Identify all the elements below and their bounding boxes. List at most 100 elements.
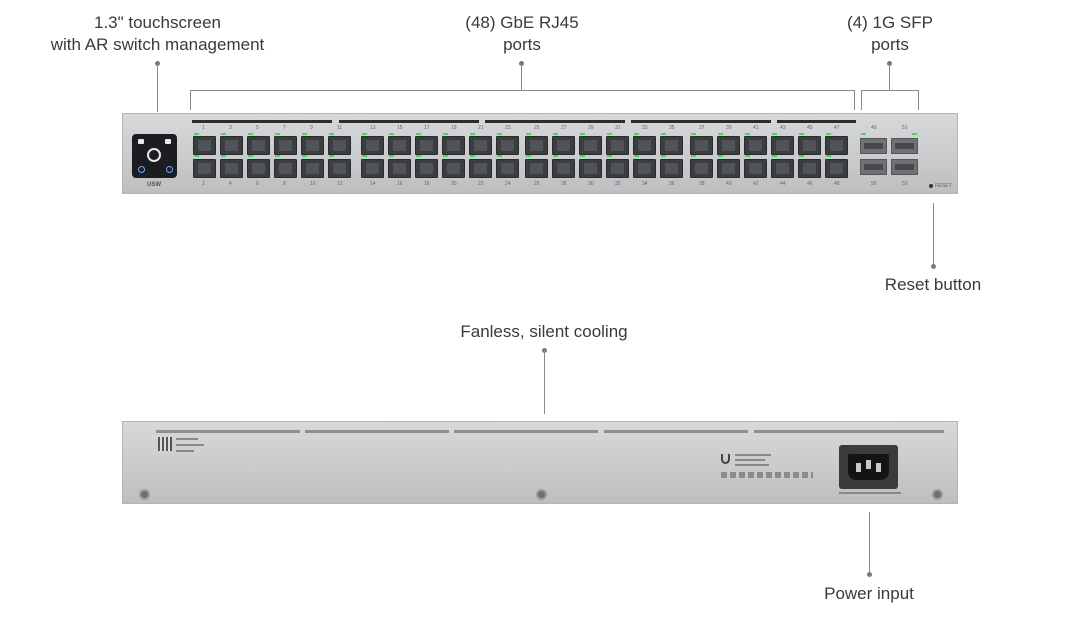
cooling-leader-line xyxy=(544,350,545,414)
touchscreen-display[interactable] xyxy=(132,134,177,178)
rj45-port-31[interactable] xyxy=(606,136,629,155)
rj45-port-16[interactable] xyxy=(388,159,411,178)
sfp-label-51: 51 xyxy=(902,125,908,131)
port-number-label: 44 xyxy=(780,181,786,187)
rj45-port-37[interactable] xyxy=(690,136,713,155)
rj45-port-17[interactable] xyxy=(415,136,438,155)
sfp-port-50[interactable] xyxy=(860,159,887,175)
port-number-label: 20 xyxy=(451,181,457,187)
port-link-led xyxy=(607,133,612,135)
port-number-label: 22 xyxy=(478,181,484,187)
sfp-bracket-left xyxy=(861,90,862,110)
port-number-label: 40 xyxy=(726,181,732,187)
vent-slot xyxy=(604,430,748,433)
port-link-led xyxy=(691,133,696,135)
power-rating-text xyxy=(839,492,901,494)
port-link-led xyxy=(248,155,253,157)
port-link-led xyxy=(470,133,475,135)
power-input-socket[interactable] xyxy=(839,445,898,489)
rj45-port-11[interactable] xyxy=(328,136,351,155)
port-group-bar xyxy=(192,120,332,123)
rj45-port-27[interactable] xyxy=(552,136,575,155)
rj45-port-21[interactable] xyxy=(469,136,492,155)
port-number-label: 24 xyxy=(505,181,511,187)
touchscreen-leader-dot xyxy=(155,61,160,66)
port-link-led xyxy=(416,155,421,157)
port-number-label: 12 xyxy=(337,181,343,187)
port-number-label: 4 xyxy=(229,181,232,187)
port-link-led xyxy=(772,155,777,157)
port-number-label: 21 xyxy=(478,125,484,131)
rj45-port-6[interactable] xyxy=(247,159,270,178)
settings-icon xyxy=(166,166,173,173)
power-pin xyxy=(856,463,861,472)
rj45-port-19[interactable] xyxy=(442,136,465,155)
port-link-led xyxy=(580,133,585,135)
rj45-port-1[interactable] xyxy=(193,136,216,155)
port-number-label: 35 xyxy=(669,125,675,131)
rj45-port-22[interactable] xyxy=(469,159,492,178)
rj45-port-46[interactable] xyxy=(798,159,821,178)
rj45-port-32[interactable] xyxy=(606,159,629,178)
rj45-port-10[interactable] xyxy=(301,159,324,178)
rj45-port-20[interactable] xyxy=(442,159,465,178)
rj45-port-39[interactable] xyxy=(717,136,740,155)
rj45-port-23[interactable] xyxy=(496,136,519,155)
rj45-port-9[interactable] xyxy=(301,136,324,155)
rj45-port-15[interactable] xyxy=(388,136,411,155)
rj45-port-18[interactable] xyxy=(415,159,438,178)
rj45-port-29[interactable] xyxy=(579,136,602,155)
vent-slot xyxy=(156,430,300,433)
rj45-port-5[interactable] xyxy=(247,136,270,155)
port-link-led xyxy=(799,155,804,157)
rj45-port-45[interactable] xyxy=(798,136,821,155)
sfp-label-50: 50 xyxy=(871,181,877,187)
sfp-port-49[interactable] xyxy=(860,138,887,154)
rj45-port-3[interactable] xyxy=(220,136,243,155)
port-link-led xyxy=(443,133,448,135)
certification-marks-icon xyxy=(721,472,813,478)
rj45-port-33[interactable] xyxy=(633,136,656,155)
rj45-port-30[interactable] xyxy=(579,159,602,178)
rj45-port-13[interactable] xyxy=(361,136,384,155)
rj45-port-40[interactable] xyxy=(717,159,740,178)
sfp-port-51[interactable] xyxy=(891,138,918,154)
rj45-port-4[interactable] xyxy=(220,159,243,178)
rj45-port-44[interactable] xyxy=(771,159,794,178)
sfp-label-52: 52 xyxy=(902,181,908,187)
rj45-port-43[interactable] xyxy=(771,136,794,155)
port-number-label: 46 xyxy=(807,181,813,187)
port-link-led xyxy=(362,155,367,157)
rj45-port-38[interactable] xyxy=(690,159,713,178)
sfp-port-52[interactable] xyxy=(891,159,918,175)
rj45-port-41[interactable] xyxy=(744,136,767,155)
rj45-port-25[interactable] xyxy=(525,136,548,155)
rj45-port-28[interactable] xyxy=(552,159,575,178)
power-callout: Power input xyxy=(824,584,914,603)
port-link-led xyxy=(718,155,723,157)
rj45-port-35[interactable] xyxy=(660,136,683,155)
rj45-port-14[interactable] xyxy=(361,159,384,178)
rj45-port-42[interactable] xyxy=(744,159,767,178)
cooling-callout: Fanless, silent cooling xyxy=(460,322,628,341)
port-group-bar xyxy=(631,120,771,123)
rj45-port-47[interactable] xyxy=(825,136,848,155)
port-link-led xyxy=(362,133,367,135)
port-number-label: 27 xyxy=(561,125,567,131)
port-number-label: 30 xyxy=(588,181,594,187)
rj45-port-24[interactable] xyxy=(496,159,519,178)
rj45-callout: (48) GbE RJ45 ports xyxy=(440,12,604,56)
touchscreen-callout-line2: with AR switch management xyxy=(50,35,265,54)
rj45-port-36[interactable] xyxy=(660,159,683,178)
rj45-port-2[interactable] xyxy=(193,159,216,178)
rj45-port-7[interactable] xyxy=(274,136,297,155)
port-link-led xyxy=(745,133,750,135)
port-number-label: 25 xyxy=(534,125,540,131)
rj45-port-8[interactable] xyxy=(274,159,297,178)
rj45-port-48[interactable] xyxy=(825,159,848,178)
rj45-port-34[interactable] xyxy=(633,159,656,178)
rj45-port-26[interactable] xyxy=(525,159,548,178)
reset-button[interactable] xyxy=(929,184,933,188)
port-link-led xyxy=(497,155,502,157)
rj45-port-12[interactable] xyxy=(328,159,351,178)
